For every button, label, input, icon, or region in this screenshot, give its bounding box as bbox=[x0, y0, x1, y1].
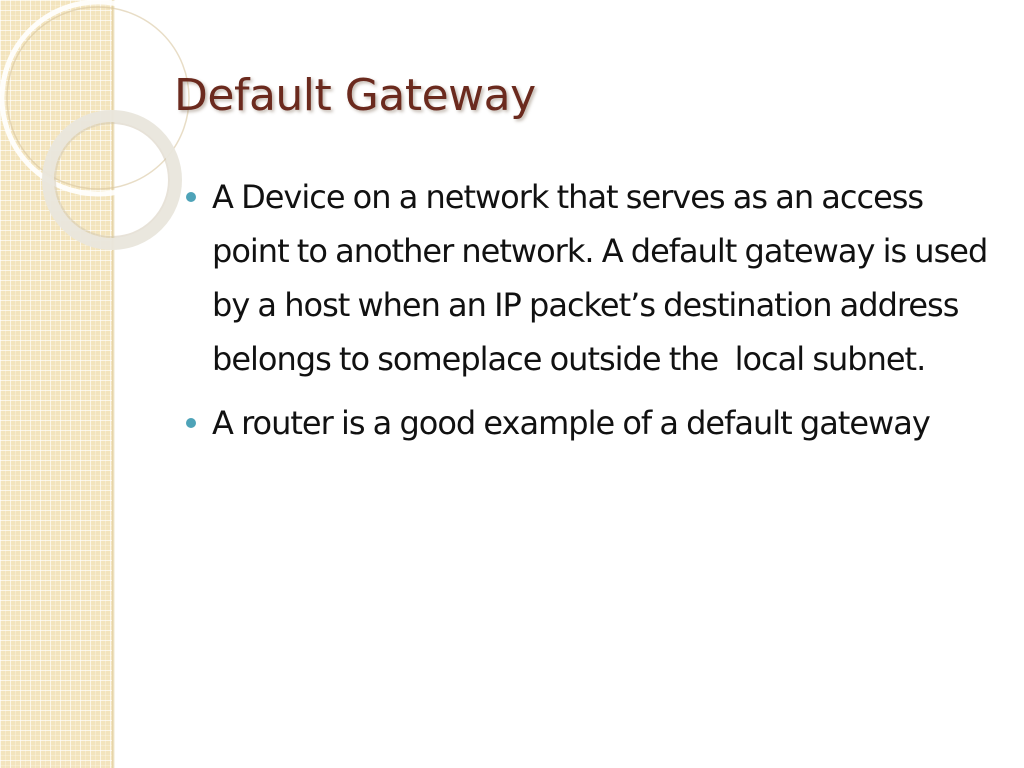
side-band-pattern bbox=[0, 0, 112, 768]
bullet-text: A Device on a network that serves as an … bbox=[212, 178, 996, 378]
slide-title: Default Gateway bbox=[174, 70, 536, 121]
bullet-item: A router is a good example of a default … bbox=[184, 396, 994, 450]
bullet-list: A Device on a network that serves as an … bbox=[184, 170, 994, 460]
bullet-dot-icon bbox=[186, 192, 196, 202]
bullet-text: A router is a good example of a default … bbox=[212, 404, 931, 442]
bullet-dot-icon bbox=[186, 418, 196, 428]
side-band-edge bbox=[112, 0, 115, 768]
bullet-item: A Device on a network that serves as an … bbox=[184, 170, 994, 386]
